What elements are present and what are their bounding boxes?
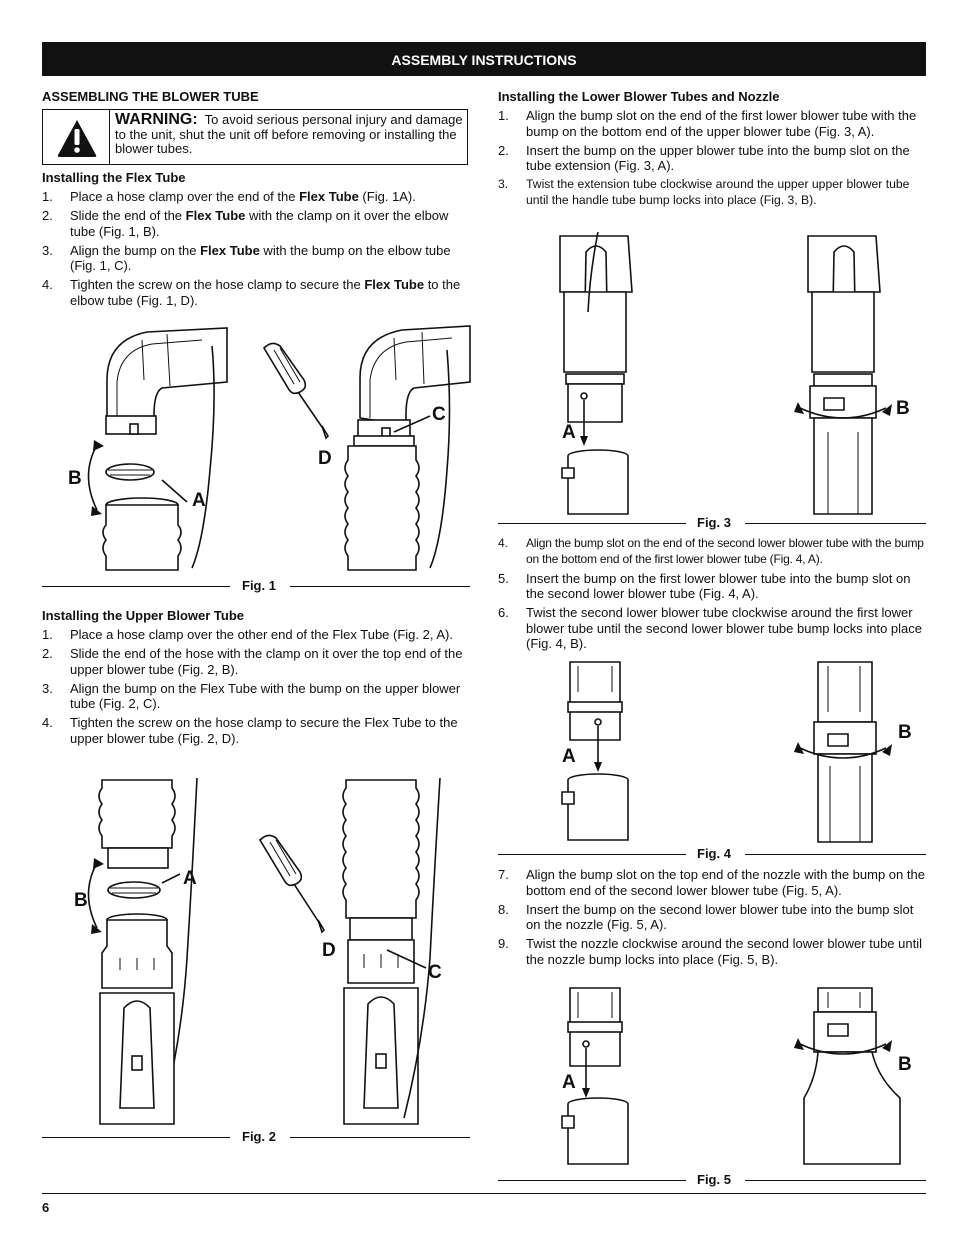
fig5-label-a: A xyxy=(562,1072,576,1093)
upper-tube-heading: Installing the Upper Blower Tube xyxy=(42,608,244,623)
list-item: 1.Align the bump slot on the end of the … xyxy=(498,108,917,139)
list-item: 4.Tighten the screw on the hose clamp to… xyxy=(42,277,461,308)
lower-tubes-steps-1-3: 1.Align the bump slot on the end of the … xyxy=(498,108,926,212)
warning-icon-box xyxy=(43,110,110,164)
fig2-rule-right xyxy=(290,1137,470,1138)
first-lower-tube-fig4 xyxy=(567,661,623,741)
lower-tubes-steps-7-9: 7.Align the bump slot on the top end of … xyxy=(498,867,926,971)
fig1-label-a: A xyxy=(192,490,206,511)
assembled-nozzle-fig5 xyxy=(803,987,901,1165)
fig5-rule-left xyxy=(498,1180,686,1181)
fig3-label-a: A xyxy=(562,422,576,443)
warning-triangle-icon xyxy=(57,120,97,157)
fig4-label-a: A xyxy=(562,746,576,767)
warning-message: To avoid serious personal injury and dam… xyxy=(115,112,463,156)
nozzle-fig5 xyxy=(561,1097,629,1165)
fig1-illustration: B A D C xyxy=(68,325,471,571)
footer-rule xyxy=(42,1193,926,1194)
lower-tubes-steps-4-6: 4.Align the bump slot on the end of the … xyxy=(498,536,926,655)
fig1-label-c: C xyxy=(432,404,446,425)
section-header: ASSEMBLY INSTRUCTIONS xyxy=(42,42,926,76)
section-title: ASSEMBLING THE BLOWER TUBE xyxy=(42,89,259,104)
warning-text: WARNING: To avoid serious personal injur… xyxy=(115,111,463,157)
list-item: 2.Slide the end of the hose with the cla… xyxy=(42,646,463,677)
assembled-tube-fig4 xyxy=(813,661,877,843)
fig1-rule-left xyxy=(42,586,230,587)
fig2-label-d: D xyxy=(322,940,336,961)
fig4-caption: Fig. 4 xyxy=(697,846,731,861)
list-item: 4.Align the bump slot on the end of the … xyxy=(498,536,924,566)
upper-tube-fig2-left xyxy=(99,913,175,1125)
fig2-illustration: B A D C xyxy=(74,777,442,1125)
flex-tube-fig2-left xyxy=(98,779,176,869)
arrow-b xyxy=(87,444,98,511)
hose-clamp-fig2 xyxy=(107,881,161,899)
fig1-label-d: D xyxy=(318,448,332,469)
flex-tube-right xyxy=(344,435,420,571)
fig5-label-b: B xyxy=(898,1054,912,1075)
fig5-caption: Fig. 5 xyxy=(697,1172,731,1187)
flex-tube-left xyxy=(102,497,182,571)
list-item: 5.Insert the bump on the first lower blo… xyxy=(498,570,911,602)
fig1-label-b: B xyxy=(68,468,82,489)
fig2-label-a: A xyxy=(183,868,197,889)
fig3-illustration: A B xyxy=(559,231,910,515)
fig1-rule-right xyxy=(290,586,470,587)
list-item: 4.Tighten the screw on the hose clamp to… xyxy=(42,715,458,746)
list-item: 2.Slide the end of the Flex Tube with th… xyxy=(42,208,449,239)
screwdriver-fig1 xyxy=(262,342,330,440)
list-item: 3.Twist the extension tube clockwise aro… xyxy=(498,177,910,207)
list-item: 1.Place a hose clamp over the other end … xyxy=(42,627,453,642)
fig5-rule-right xyxy=(745,1180,926,1181)
fig2-rule-left xyxy=(42,1137,230,1138)
list-item: 3.Align the bump on the Flex Tube with t… xyxy=(42,680,461,712)
fig2-label-b: B xyxy=(74,890,88,911)
fig3-caption: Fig. 3 xyxy=(697,515,731,530)
upper-tube-fig3-right xyxy=(807,235,881,515)
fig2-label-c: C xyxy=(428,962,442,983)
fig4-rule-right xyxy=(745,854,926,855)
fig3-label-b: B xyxy=(896,398,910,419)
upper-tube-fig3-left xyxy=(559,235,633,423)
warning-box: WARNING: To avoid serious personal injur… xyxy=(42,109,468,165)
fig3-rule-left xyxy=(498,523,686,524)
fig4-rule-left xyxy=(498,854,686,855)
fig4-label-b: B xyxy=(898,722,912,743)
elbow-tube-left xyxy=(105,327,228,435)
fig4-illustration: A B xyxy=(561,661,912,843)
fig1-caption: Fig. 1 xyxy=(242,578,276,593)
list-item: 8.Insert the bump on the second lower bl… xyxy=(498,901,914,933)
lower-tubes-heading: Installing the Lower Blower Tubes and No… xyxy=(498,89,780,104)
upper-tube-steps: 1.Place a hose clamp over the other end … xyxy=(42,627,472,750)
list-item: 3.Align the bump on the Flex Tube with t… xyxy=(42,242,451,274)
list-item: 7.Align the bump slot on the top end of … xyxy=(498,867,925,898)
page-number: 6 xyxy=(42,1200,50,1215)
list-item: 2.Insert the bump on the upper blower tu… xyxy=(498,142,910,174)
second-lower-tube-fig4 xyxy=(561,773,629,841)
elbow-tube-right xyxy=(357,325,471,439)
second-lower-tube-fig5 xyxy=(567,987,623,1067)
fig5-illustration: A B xyxy=(561,987,912,1165)
fig3-rule-right xyxy=(745,523,926,524)
warning-word: WARNING: xyxy=(115,111,198,128)
hose-clamp-left xyxy=(105,463,155,481)
list-item: 6.Twist the second lower blower tube clo… xyxy=(498,605,923,651)
assembled-tube-fig2 xyxy=(342,779,420,1125)
extension-tube-fig3 xyxy=(561,449,629,515)
list-item: 1.Place a hose clamp over the end of the… xyxy=(42,189,416,204)
fig2-caption: Fig. 2 xyxy=(242,1129,276,1144)
flex-tube-steps: 1.Place a hose clamp over the end of the… xyxy=(42,189,472,312)
cord xyxy=(191,345,215,569)
list-item: 9.Twist the nozzle clockwise around the … xyxy=(498,936,922,967)
screwdriver-fig2 xyxy=(258,834,326,934)
flex-tube-heading: Installing the Flex Tube xyxy=(42,170,186,185)
